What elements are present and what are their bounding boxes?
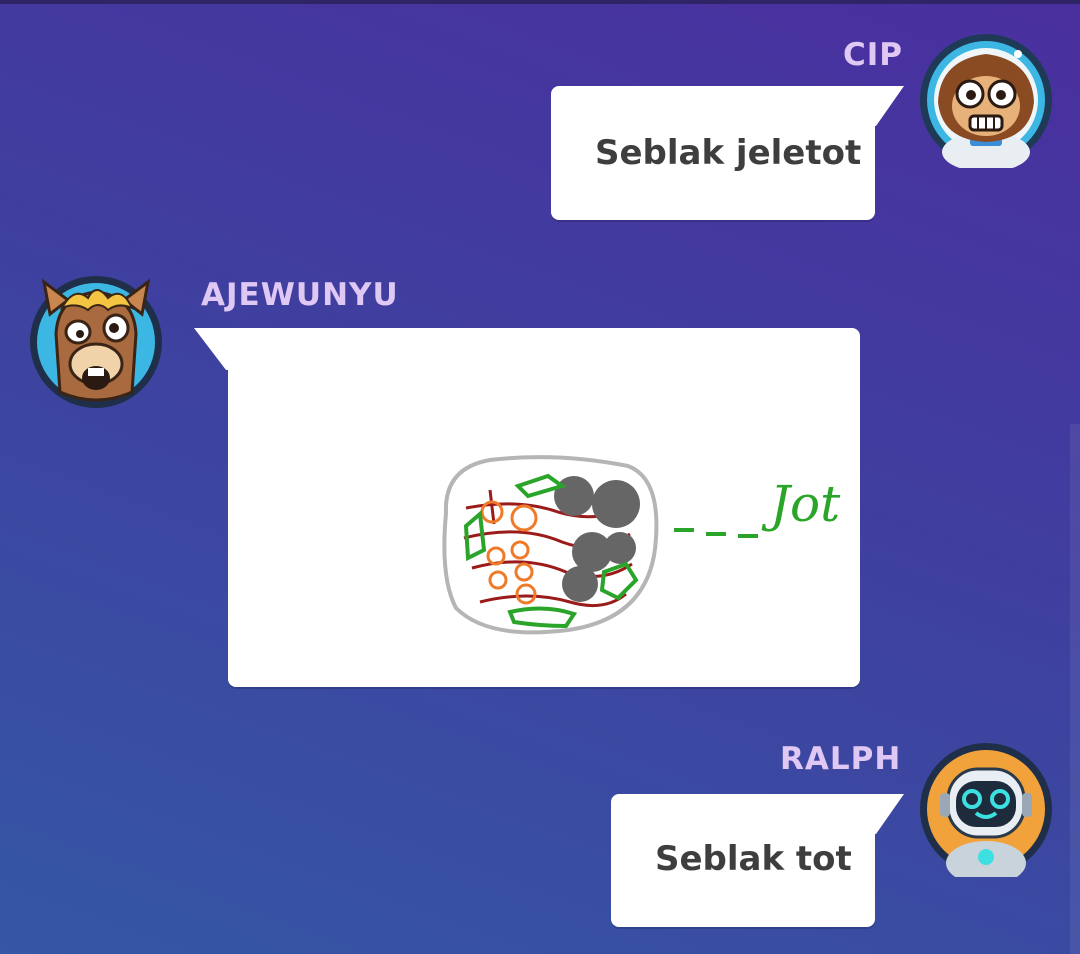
message-text: Seblak jeletot: [595, 133, 862, 173]
drawing-label: Jot: [770, 475, 841, 533]
username-label: AJEWUNYU: [201, 277, 399, 313]
monkey-astronaut-icon[interactable]: [918, 32, 1054, 168]
top-bar: [0, 0, 1080, 4]
message-bubble: [611, 794, 875, 927]
message-bubble: [551, 86, 875, 220]
robot-icon[interactable]: [918, 741, 1054, 877]
username-label: RALPH: [780, 741, 902, 777]
seblak-drawing: [442, 455, 758, 635]
message-text: Seblak tot: [655, 839, 852, 879]
llama-icon[interactable]: [28, 274, 164, 410]
username-label: CIP: [843, 37, 904, 73]
scrollbar-track[interactable]: [1070, 424, 1080, 954]
